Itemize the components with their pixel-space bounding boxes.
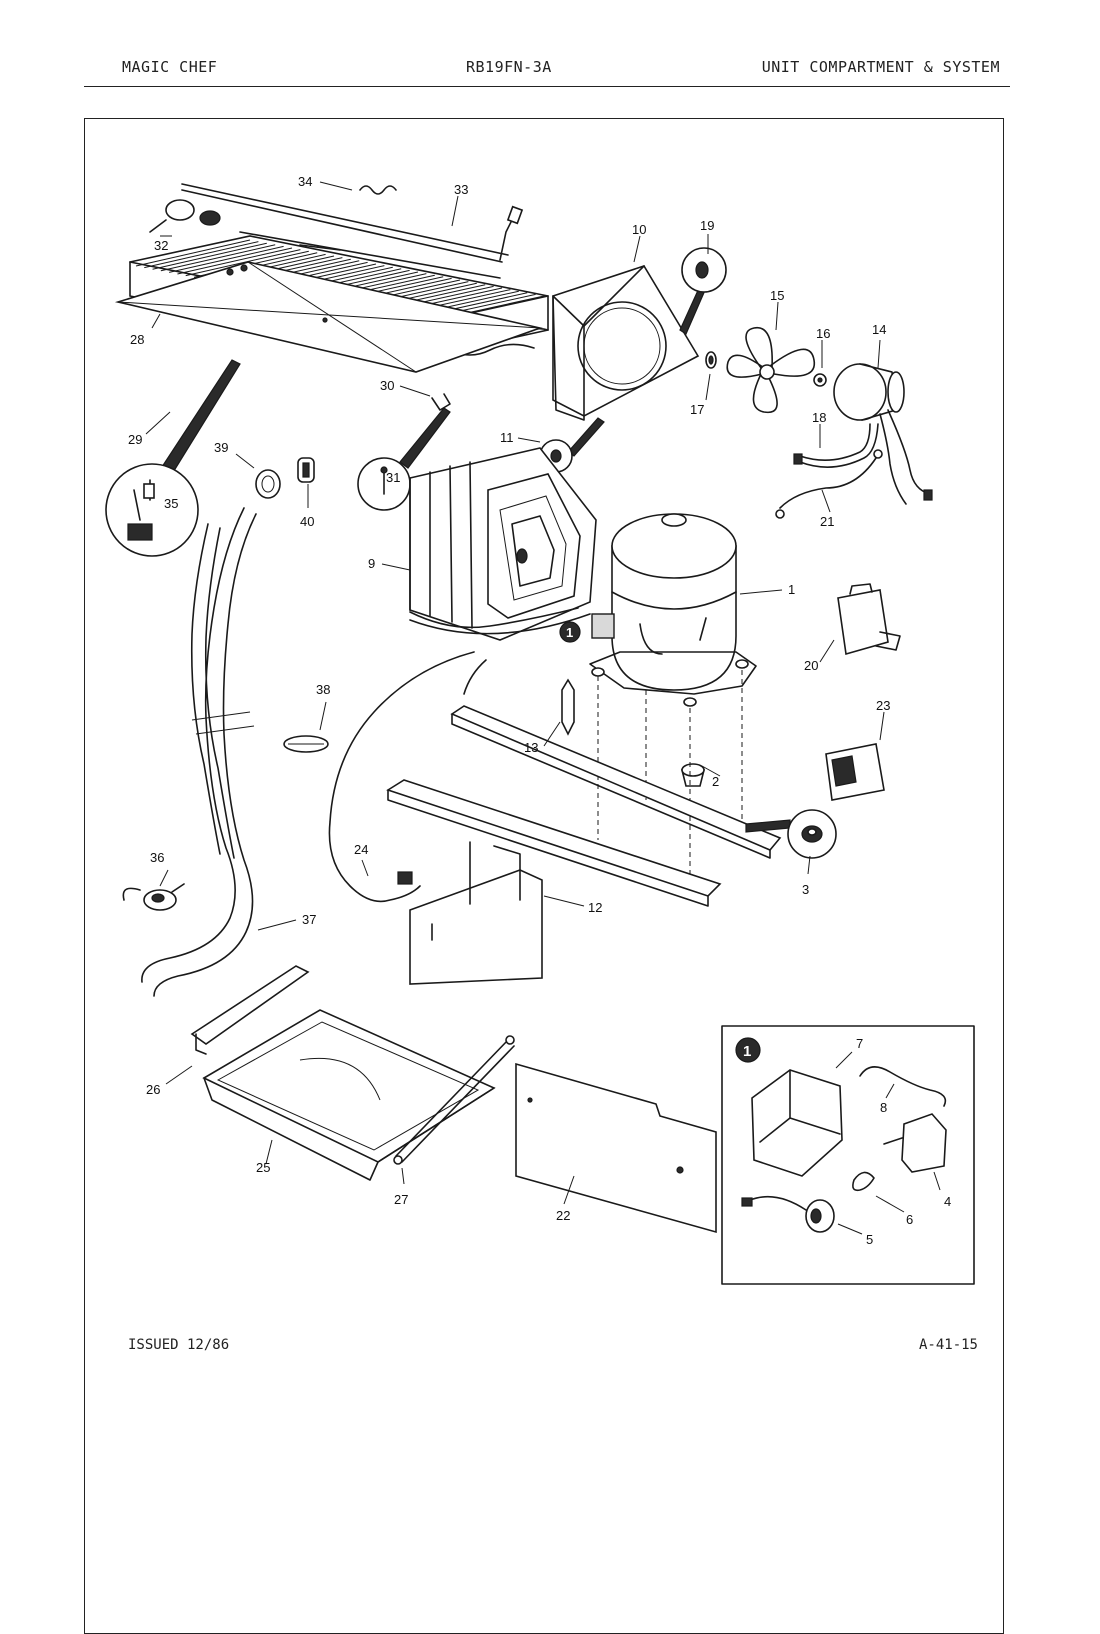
callout-13: 13 <box>524 740 538 755</box>
callout-33: 33 <box>454 182 468 197</box>
callout-24: 24 <box>354 842 368 857</box>
callout-36: 36 <box>150 850 164 865</box>
callout-1: 1 <box>788 582 795 597</box>
callout-25: 25 <box>256 1160 270 1175</box>
grommet-39 <box>255 469 281 499</box>
capacitor-23 <box>825 743 885 801</box>
callout-labels: 1 2 3 4 5 6 7 8 9 10 11 12 13 14 15 16 1… <box>128 174 951 1247</box>
parts-diagram-page: MAGIC CHEF RB19FN-3A UNIT COMPARTMENT & … <box>84 58 1010 1634</box>
callout-9: 9 <box>368 556 375 571</box>
heater-rod-27 <box>393 1035 515 1165</box>
callout-23: 23 <box>876 698 890 713</box>
drip-plate-29 <box>114 261 543 373</box>
grommet-17 <box>705 351 717 369</box>
callout-37: 37 <box>302 912 316 927</box>
callout-34: 34 <box>298 174 312 189</box>
callout-27: 27 <box>394 1192 408 1207</box>
issue-date: ISSUED 12/86 <box>128 1337 230 1353</box>
drain-pan-assembly-9 <box>409 447 597 641</box>
clip-32 <box>149 199 221 233</box>
callout-40: 40 <box>300 514 314 529</box>
callout-2: 2 <box>712 774 719 789</box>
base-rails-12 <box>386 705 782 985</box>
grommet-2 <box>680 763 706 787</box>
access-panel-22 <box>515 1062 717 1234</box>
callout-19: 19 <box>700 218 714 233</box>
grommet-detail-3 <box>745 809 837 859</box>
callout-11: 11 <box>500 430 514 445</box>
callout-8: 8 <box>880 1100 887 1115</box>
callout-39: 39 <box>214 440 228 455</box>
callout-17: 17 <box>690 402 704 417</box>
drain-pan-25 <box>202 1009 496 1181</box>
brand-header: MAGIC CHEF <box>122 58 218 76</box>
callout-7: 7 <box>856 1036 863 1051</box>
exploded-parts-diagram: 1 <box>105 174 975 1285</box>
spring-wire-34 <box>359 185 397 195</box>
callout-3: 3 <box>802 882 809 897</box>
rod-assembly-33 <box>181 183 524 279</box>
fan-shroud-10 <box>552 265 700 421</box>
callout-leaders <box>145 181 941 1235</box>
model-number: RB19FN-3A <box>466 58 552 76</box>
fan-motor-14 <box>833 363 933 505</box>
grommet-detail-19 <box>679 247 727 335</box>
callout-21: 21 <box>820 514 834 529</box>
nut-16 <box>813 373 827 387</box>
callout-20: 20 <box>804 658 818 673</box>
inset-marker-label: 1 <box>566 625 573 640</box>
clamp-38 <box>283 735 329 753</box>
clip-30 <box>431 393 451 411</box>
callout-29: 29 <box>128 432 142 447</box>
callout-28: 28 <box>130 332 144 347</box>
fan-blade-15 <box>726 326 816 414</box>
drain-heater-18 <box>793 423 879 468</box>
tubing-37 <box>141 507 257 997</box>
callout-26: 26 <box>146 1082 160 1097</box>
overload-relay-20 <box>837 583 901 656</box>
callout-16: 16 <box>816 326 830 341</box>
callout-14: 14 <box>872 322 886 337</box>
screw-detail-31 <box>357 407 451 511</box>
callout-32: 32 <box>154 238 168 253</box>
callout-5: 5 <box>866 1232 873 1247</box>
callout-6: 6 <box>906 1212 913 1227</box>
grommet-40 <box>297 457 315 483</box>
callout-15: 15 <box>770 288 784 303</box>
callout-30: 30 <box>380 378 394 393</box>
defrost-thermostat-detail-35 <box>105 359 241 557</box>
drier-13 <box>561 678 575 736</box>
page-code: A-41-15 <box>918 1337 978 1353</box>
callout-22: 22 <box>556 1208 570 1223</box>
power-cord-24 <box>328 651 487 903</box>
callout-31: 31 <box>386 470 400 485</box>
callout-38: 38 <box>316 682 330 697</box>
wire-harness-21 <box>775 449 883 519</box>
inset-box-marker: 1 <box>743 1043 751 1060</box>
compressor-1: 1 <box>559 513 757 707</box>
inset-detail-box: 1 <box>721 1025 975 1285</box>
callout-35: 35 <box>164 496 178 511</box>
thermostat-36 <box>122 883 185 911</box>
callout-18: 18 <box>812 410 826 425</box>
callout-4: 4 <box>944 1194 951 1209</box>
pan-bracket-26 <box>190 965 310 1055</box>
callout-12: 12 <box>588 900 602 915</box>
callout-10: 10 <box>632 222 646 237</box>
header-rule <box>84 86 1010 87</box>
section-title: UNIT COMPARTMENT & SYSTEM <box>761 58 1000 76</box>
